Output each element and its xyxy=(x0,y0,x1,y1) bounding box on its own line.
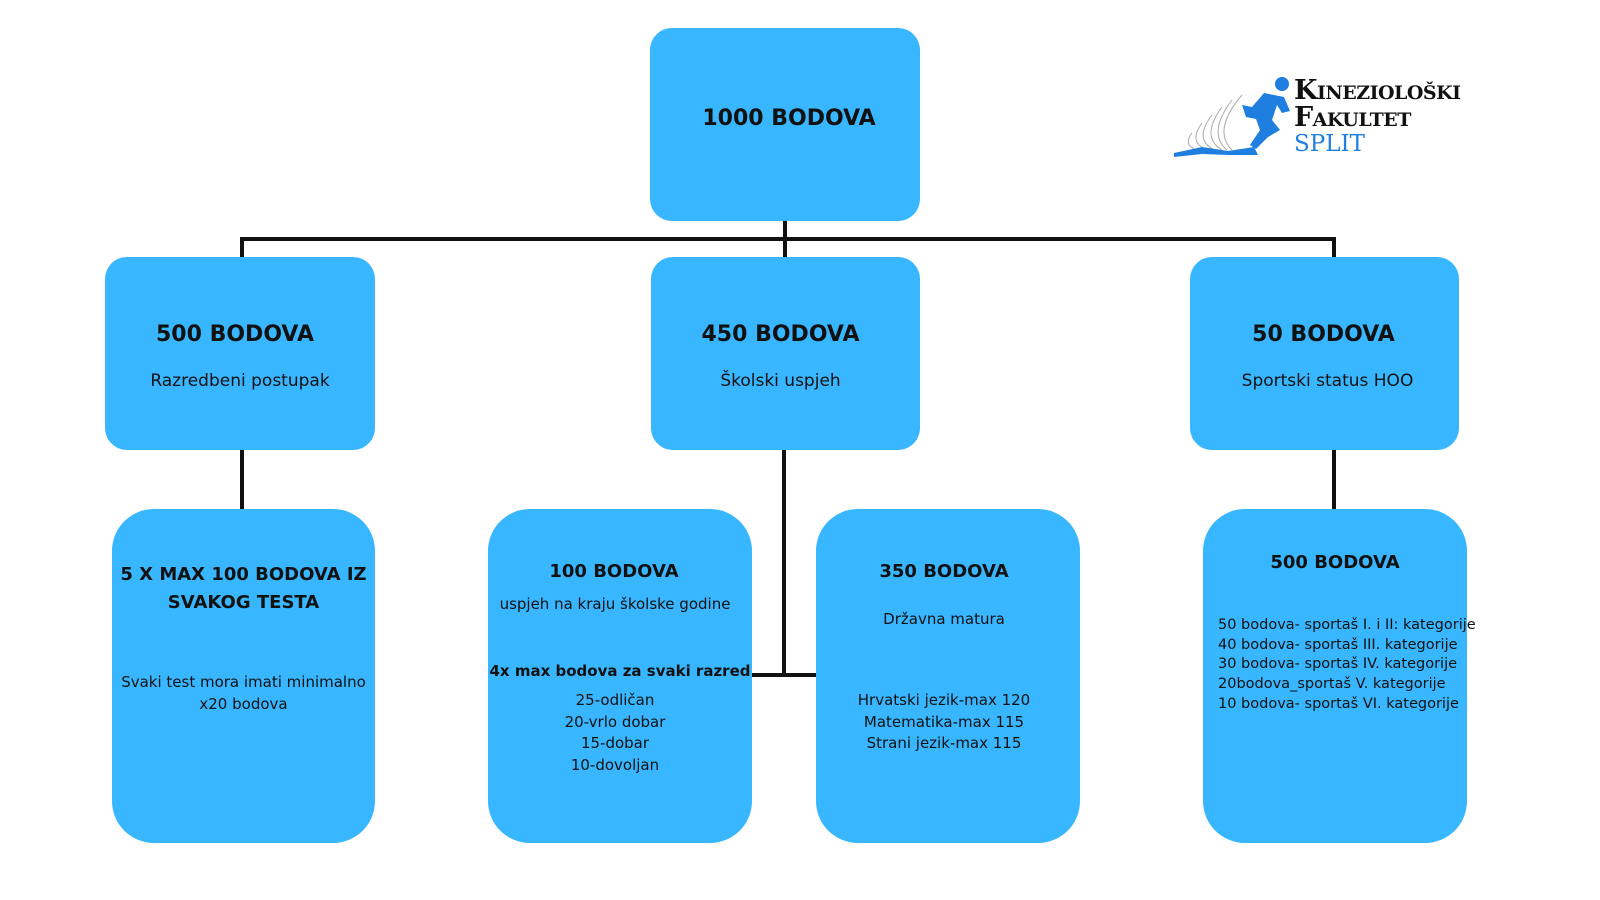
node-title: 5 X MAX 100 BODOVA IZ xyxy=(120,564,367,585)
exam-item: Hrvatski jezik-max 120 xyxy=(857,691,1031,709)
logo-line2: Fakultet xyxy=(1294,102,1411,133)
node-sport-kategorije: 500 BODOVA 50 bodova- sportaš I. i II: k… xyxy=(1203,509,1476,843)
node-title: 350 BODOVA xyxy=(879,561,1009,582)
node-drzavna-matura: 350 BODOVA Državna matura Hrvatski jezik… xyxy=(816,509,1080,843)
node-title: 500 BODOVA xyxy=(1270,552,1400,573)
connector xyxy=(240,237,244,259)
grade-item: 20-vrlo dobar xyxy=(564,713,666,731)
connector xyxy=(750,673,818,677)
grade-item: 25-odličan xyxy=(575,691,655,709)
node-razredbeni: 500 BODOVA Razredbeni postupak xyxy=(105,257,375,450)
node-subtitle: uspjeh na kraju školske godine xyxy=(499,595,731,613)
runner-book-icon xyxy=(1174,77,1290,157)
exam-item: Strani jezik-max 115 xyxy=(866,734,1022,752)
faculty-logo: Kineziološki Fakultet SPLIT xyxy=(1172,75,1492,160)
node-subtitle: Sportski status HOO xyxy=(1241,371,1414,391)
category-item: 30 bodova- sportaš IV. kategorije xyxy=(1218,656,1458,673)
root-title: 1000 BODOVA xyxy=(702,106,876,131)
node-sportski-status: 50 BODOVA Sportski status HOO xyxy=(1190,257,1459,450)
node-title: SVAKOG TESTA xyxy=(167,592,320,613)
logo-line1: Kineziološki xyxy=(1294,75,1461,106)
node-text: x20 bodova xyxy=(199,695,288,713)
logo-line3: SPLIT xyxy=(1294,131,1365,157)
grade-item: 10-dovoljan xyxy=(570,756,660,774)
category-item: 10 bodova- sportaš VI. kategorije xyxy=(1218,695,1459,712)
node-subtitle: Razredbeni postupak xyxy=(150,371,330,391)
node-text: Svaki test mora imati minimalno xyxy=(121,673,366,691)
node-title: 500 BODOVA xyxy=(156,322,314,347)
node-title: 450 BODOVA xyxy=(701,322,860,347)
category-item: 20bodova_sportaš V. kategorije xyxy=(1218,676,1446,693)
category-item: 40 bodova- sportaš III. kategorije xyxy=(1218,636,1458,653)
node-title: 100 BODOVA xyxy=(549,561,679,582)
node-note: 4x max bodova za svaki razred xyxy=(489,662,751,680)
exam-item: Matematika-max 115 xyxy=(863,713,1025,731)
connector xyxy=(240,237,1336,241)
node-uspjeh-razred: 100 BODOVA uspjeh na kraju školske godin… xyxy=(488,509,752,843)
connector xyxy=(240,450,244,510)
node-title: 50 BODOVA xyxy=(1252,322,1395,347)
node-subtitle: Školski uspjeh xyxy=(720,371,841,391)
connector xyxy=(783,237,787,259)
connector xyxy=(1332,450,1336,510)
node-skolski-uspjeh: 450 BODOVA Školski uspjeh xyxy=(651,257,920,450)
connector xyxy=(782,450,786,677)
node-testovi: 5 X MAX 100 BODOVA IZ SVAKOG TESTA Svaki… xyxy=(112,509,375,843)
node-subtitle: Državna matura xyxy=(883,610,1005,628)
connector xyxy=(783,221,787,241)
category-item: 50 bodova- sportaš I. i II: kategorije xyxy=(1218,617,1476,633)
root-node: 1000 BODOVA xyxy=(650,28,920,221)
connector xyxy=(1332,237,1336,259)
grade-item: 15-dobar xyxy=(580,734,650,752)
category-list: 50 bodova- sportaš I. i II: kategorije 4… xyxy=(1218,616,1476,715)
